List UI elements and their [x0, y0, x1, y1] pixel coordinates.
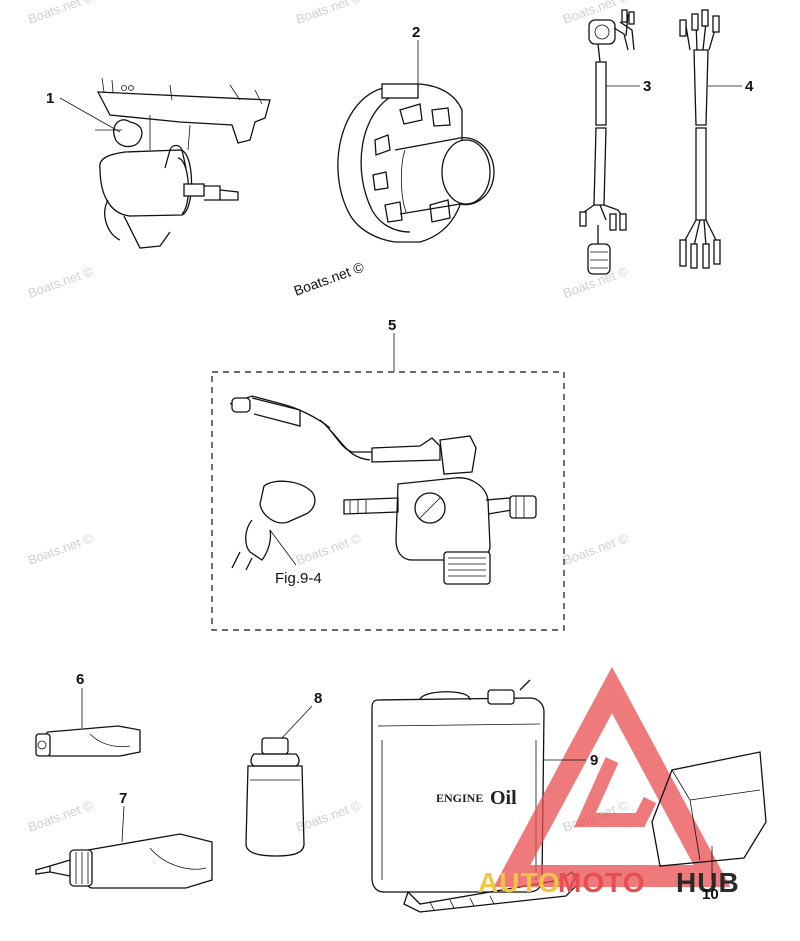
callout-2: 2	[412, 24, 420, 41]
callout-5: 5	[388, 317, 396, 334]
watermark: Boats.net ©	[561, 530, 631, 568]
part-6-small-tube[interactable]	[35, 725, 141, 757]
callout-1: 1	[46, 90, 54, 107]
callout-9: 9	[590, 752, 598, 769]
callout-8: 8	[314, 690, 322, 707]
watermark: Boats.net ©	[294, 0, 364, 27]
part-2-stator-cover[interactable]	[337, 83, 495, 243]
part-7-large-tube[interactable]	[35, 833, 213, 889]
credit-text: Boats.net ©	[292, 258, 367, 298]
part-4-wire-harness[interactable]	[679, 9, 721, 269]
callout-7: 7	[119, 790, 127, 807]
callout-4: 4	[745, 78, 754, 95]
logo-text-auto: AUTO	[478, 867, 561, 898]
leader-lines	[59, 40, 742, 880]
oil-label-big: Oil	[490, 787, 517, 809]
logo-text-moto: MOTO	[558, 867, 645, 898]
part-8-bottle[interactable]	[245, 737, 305, 857]
watermark: Boats.net ©	[26, 797, 96, 835]
callout-6: 6	[76, 671, 84, 688]
callouts: 1 2 3 4 5 6 7 8 9 10	[46, 24, 754, 903]
part-3-wire-harness[interactable]	[579, 9, 635, 275]
watermark: Boats.net ©	[294, 530, 364, 568]
watermark: Boats.net ©	[26, 0, 96, 27]
part-5-frame	[211, 371, 565, 631]
part-5-ignition-tester[interactable]	[211, 371, 565, 631]
watermarks: Boats.net © Boats.net © Boats.net © Boat…	[26, 0, 631, 835]
part-1-lower-unit[interactable]	[95, 77, 271, 249]
part-9-oil-container[interactable]: ENGINE Oil	[371, 679, 579, 913]
logo-text-hub: HUB	[676, 867, 740, 898]
watermark: Boats.net ©	[26, 530, 96, 568]
automotohub-logo: AUTO MOTO HUB	[478, 666, 740, 898]
oil-label-small: ENGINE	[436, 791, 483, 805]
callout-3: 3	[643, 78, 651, 95]
figure-reference: Fig.9-4	[275, 570, 322, 587]
callout-10: 10	[702, 886, 719, 903]
watermark: Boats.net ©	[26, 263, 96, 301]
part-10-cover[interactable]	[651, 751, 767, 867]
watermark: Boats.net ©	[294, 797, 364, 835]
